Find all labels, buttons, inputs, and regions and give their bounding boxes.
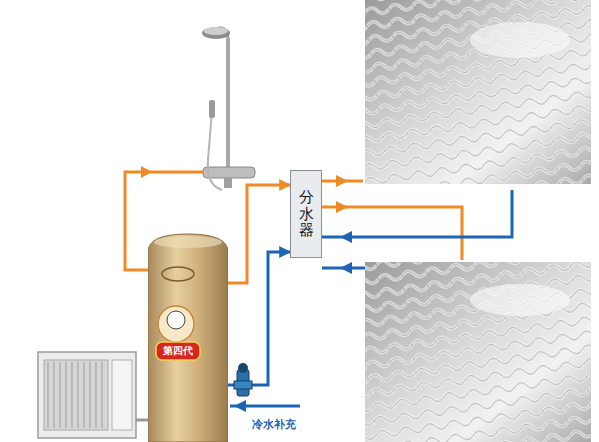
hot-water-pipe-part — [141, 166, 152, 178]
floor-pipes-part — [340, 231, 352, 243]
floor-photo-part — [470, 284, 570, 316]
tank-shape — [148, 232, 228, 442]
outdoor-unit-part — [48, 362, 102, 428]
badge-text: 第四代 — [156, 342, 200, 360]
floor-pipes-part — [336, 201, 348, 213]
floor-photo-part — [365, 0, 591, 184]
manifold-label: 分水器 — [299, 189, 314, 239]
outdoor-unit — [38, 352, 148, 438]
cold-water-inlet-part — [234, 400, 246, 412]
outdoor-unit-part — [112, 360, 132, 430]
shower-fixture — [202, 27, 255, 190]
outdoor-unit-part — [38, 352, 136, 438]
mascot-face — [167, 311, 185, 329]
floor-photo-part — [365, 262, 591, 442]
circulation-pump — [234, 363, 252, 396]
brand-logo — [162, 267, 194, 281]
pipe-label: 冷水补充 — [252, 418, 296, 431]
floor-photo — [365, 262, 591, 442]
shower-fixture-part — [204, 27, 228, 35]
floor-photo-part — [365, 262, 591, 442]
tank-body — [148, 234, 228, 442]
outdoor-unit-part — [136, 419, 148, 422]
floor-pipes — [322, 175, 512, 274]
shower-fixture-part — [208, 110, 222, 190]
shower-fixture-part — [226, 38, 230, 170]
hot-water-pipe — [228, 185, 290, 283]
label-holder: 冷水补充 — [252, 413, 296, 432]
floor-pipes-part — [336, 175, 348, 187]
manifold-box: 分水器 — [290, 170, 322, 258]
circulation-pump-part — [234, 381, 252, 389]
shower-fixture-part — [203, 167, 255, 178]
floor-pipes-part — [322, 207, 462, 260]
mascot-badge — [158, 306, 194, 342]
floor-pipes-part — [322, 190, 512, 237]
shower-fixture-part — [209, 100, 215, 118]
cold-water-inlet — [230, 400, 300, 412]
tank-top — [154, 236, 222, 248]
water-tank: 第四代 — [148, 232, 228, 442]
floor-pipes-part — [340, 262, 352, 274]
floor-photo-part — [365, 0, 591, 184]
shower-fixture-part — [224, 178, 232, 188]
badge-ribbon — [156, 342, 200, 360]
circulation-pump-part — [238, 363, 248, 373]
outdoor-unit-part — [44, 360, 108, 430]
floor-photo-part — [470, 22, 570, 58]
floor-photo — [365, 0, 591, 184]
shower-fixture-part — [202, 27, 230, 39]
return-water-pipe — [228, 252, 290, 385]
